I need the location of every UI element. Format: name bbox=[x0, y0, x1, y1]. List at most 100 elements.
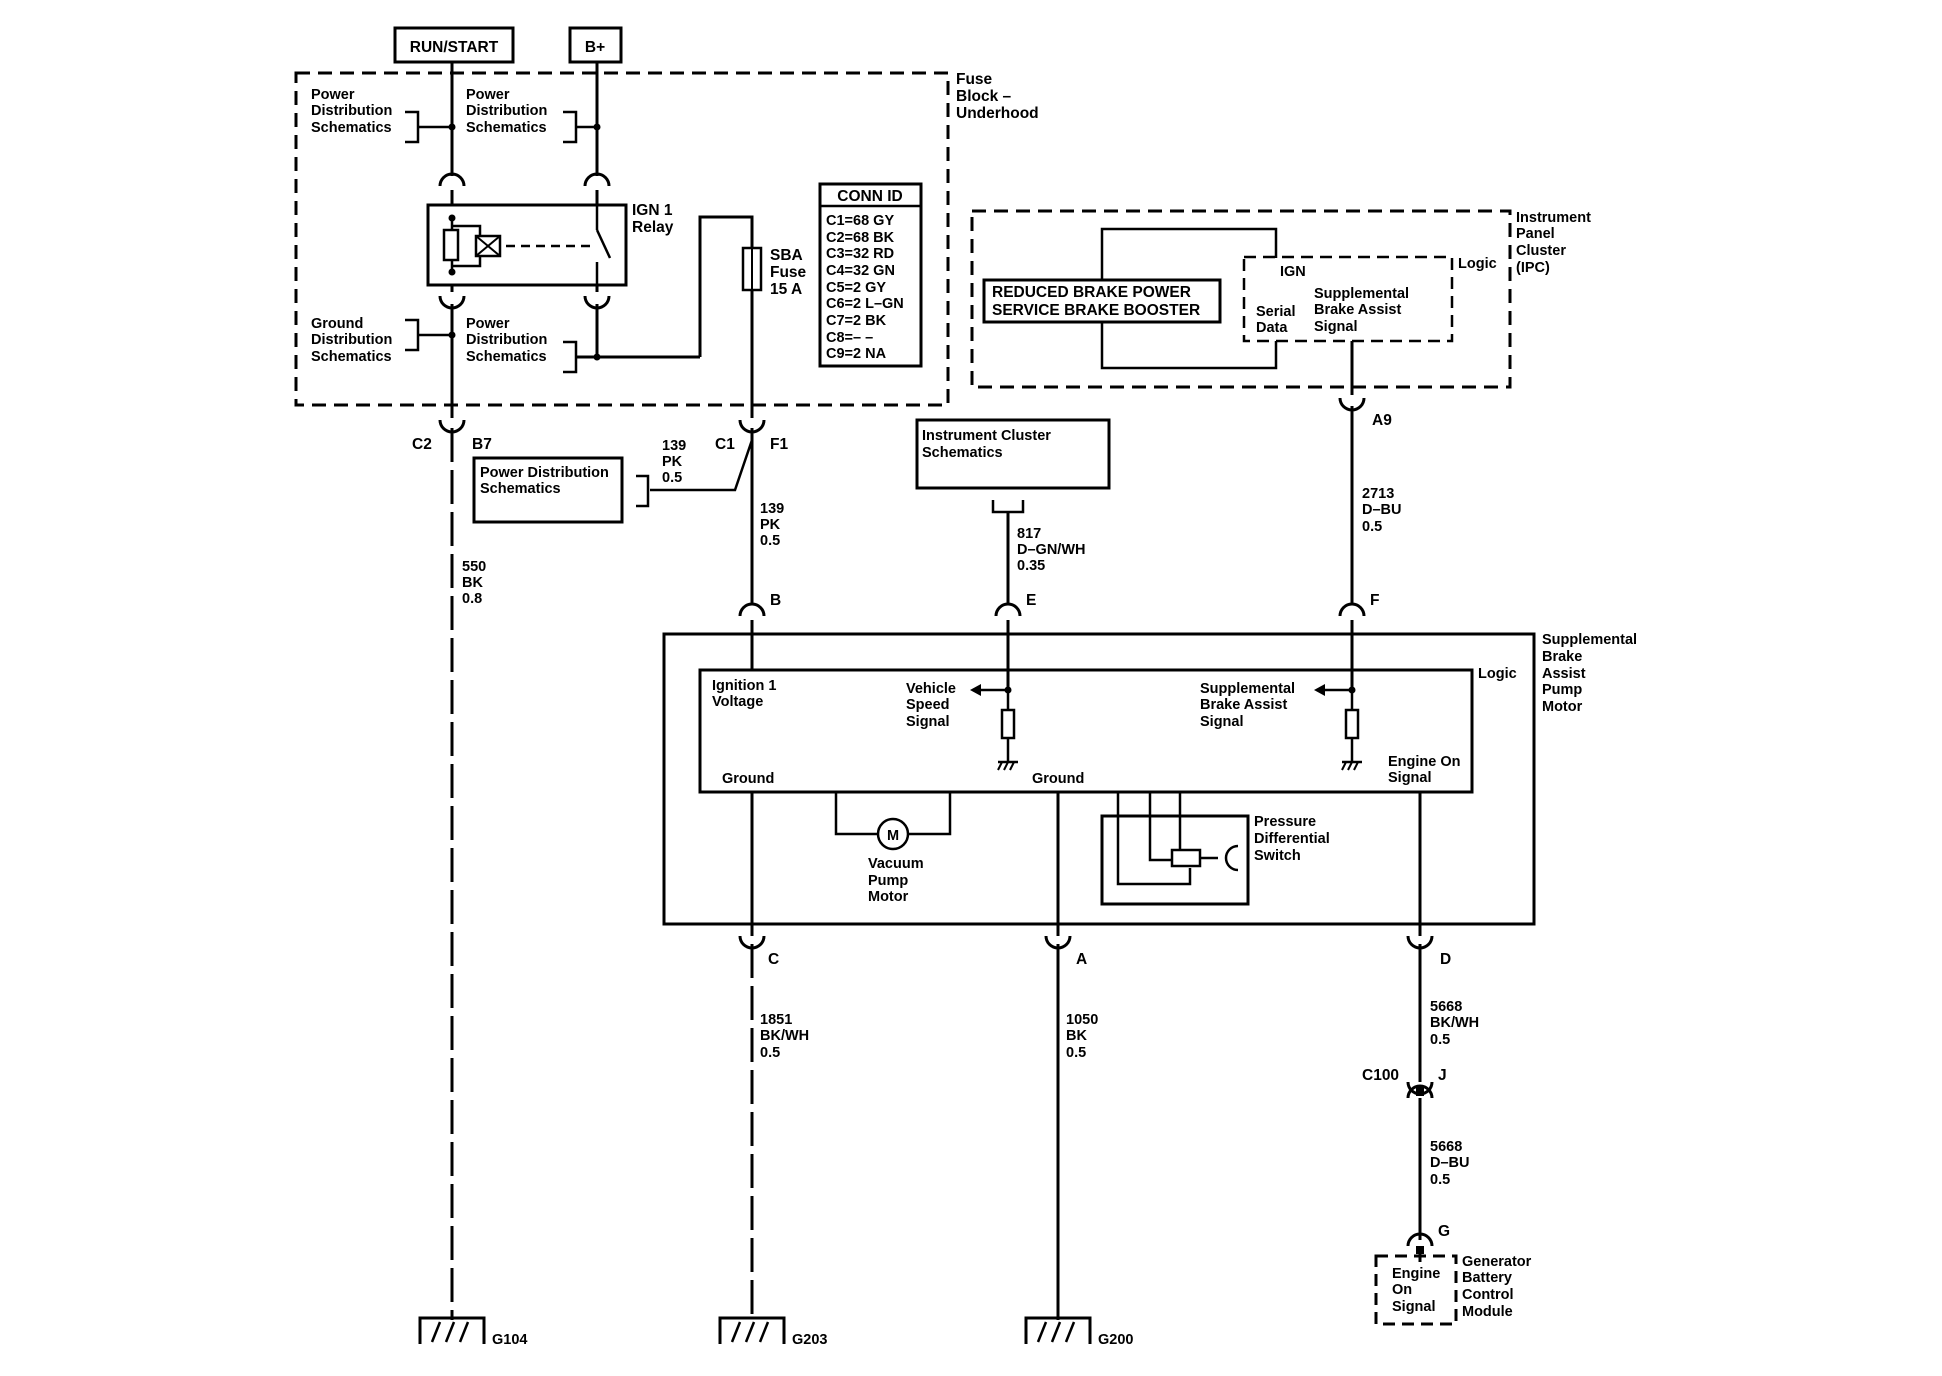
svg-text:C1=68 GY: C1=68 GY bbox=[826, 213, 894, 229]
svg-text:Ground: Ground bbox=[722, 771, 774, 787]
svg-text:(IPC): (IPC) bbox=[1516, 260, 1550, 276]
wire-139-branch: 139 PK 0.5 bbox=[662, 438, 686, 486]
ground-g200: G200 bbox=[1024, 1316, 1133, 1348]
svg-text:Signal: Signal bbox=[1388, 770, 1432, 786]
svg-text:Distribution: Distribution bbox=[466, 103, 547, 119]
vacuum-pump-motor: M Vacuum Pump Motor bbox=[834, 792, 952, 905]
vehicle-speed-circuit: Vehicle Speed Signal bbox=[906, 681, 1018, 771]
svg-text:Signal: Signal bbox=[1392, 1299, 1436, 1315]
svg-text:SERVICE BRAKE BOOSTER: SERVICE BRAKE BOOSTER bbox=[992, 302, 1200, 319]
svg-text:On: On bbox=[1392, 1282, 1412, 1298]
svg-text:0.5: 0.5 bbox=[1430, 1172, 1450, 1188]
pds-box: Power Distribution Schematics bbox=[472, 456, 650, 524]
svg-text:Fuse: Fuse bbox=[956, 71, 993, 88]
svg-text:Pump: Pump bbox=[1542, 682, 1582, 698]
svg-text:BK: BK bbox=[462, 575, 483, 591]
svg-text:Motor: Motor bbox=[868, 889, 909, 905]
svg-text:0.35: 0.35 bbox=[1017, 558, 1045, 574]
svg-text:Switch: Switch bbox=[1254, 848, 1301, 864]
svg-text:Schematics: Schematics bbox=[922, 445, 1003, 461]
pds-bottom-right: Power Distribution Schematics bbox=[466, 316, 700, 374]
svg-text:PK: PK bbox=[760, 517, 781, 533]
svg-text:Assist: Assist bbox=[1542, 666, 1586, 682]
svg-text:C6=2 L–GN: C6=2 L–GN bbox=[826, 296, 904, 312]
pds-top-right: Power Distribution Schematics bbox=[466, 87, 601, 144]
svg-text:IGN 1: IGN 1 bbox=[632, 202, 673, 219]
svg-text:0.5: 0.5 bbox=[760, 1045, 780, 1061]
svg-text:C2=68 BK: C2=68 BK bbox=[826, 230, 895, 246]
svg-text:Schematics: Schematics bbox=[311, 349, 392, 365]
ground-g203: G203 bbox=[718, 1316, 827, 1348]
svg-text:Brake Assist: Brake Assist bbox=[1314, 302, 1401, 318]
ground-g104: G104 bbox=[418, 1316, 527, 1348]
svg-text:C1: C1 bbox=[715, 436, 735, 453]
wire-550: 550 BK 0.8 bbox=[462, 559, 486, 607]
svg-text:D–BU: D–BU bbox=[1362, 502, 1401, 518]
svg-text:Voltage: Voltage bbox=[712, 694, 763, 710]
module-logic: Logic bbox=[1478, 666, 1517, 682]
svg-text:G: G bbox=[1438, 1223, 1450, 1240]
svg-text:C9=2 NA: C9=2 NA bbox=[826, 346, 887, 362]
gds-bottom-left: Ground Distribution Schematics bbox=[311, 316, 456, 365]
svg-text:2713: 2713 bbox=[1362, 486, 1394, 502]
svg-text:G200: G200 bbox=[1098, 1332, 1133, 1348]
svg-text:CONN ID: CONN ID bbox=[837, 188, 902, 205]
sba-module-label: Supplemental Brake Assist Pump Motor bbox=[1542, 632, 1637, 715]
svg-text:M: M bbox=[887, 828, 899, 844]
svg-text:F1: F1 bbox=[770, 436, 788, 453]
svg-text:D–GN/WH: D–GN/WH bbox=[1017, 542, 1085, 558]
svg-text:Data: Data bbox=[1256, 320, 1288, 336]
svg-text:Control: Control bbox=[1462, 1287, 1514, 1303]
svg-text:J: J bbox=[1438, 1067, 1447, 1084]
svg-text:BK/WH: BK/WH bbox=[1430, 1015, 1479, 1031]
svg-text:5668: 5668 bbox=[1430, 1139, 1462, 1155]
svg-text:RUN/START: RUN/START bbox=[410, 39, 499, 56]
svg-text:1050: 1050 bbox=[1066, 1012, 1098, 1028]
svg-text:Power: Power bbox=[466, 316, 510, 332]
svg-text:0.5: 0.5 bbox=[1362, 519, 1382, 535]
ipc-logic: Logic bbox=[1458, 256, 1497, 272]
svg-text:Signal: Signal bbox=[1314, 319, 1358, 335]
svg-text:BK: BK bbox=[1066, 1028, 1087, 1044]
b-plus-box: B+ bbox=[568, 26, 623, 64]
svg-text:Signal: Signal bbox=[906, 714, 950, 730]
svg-text:Brake: Brake bbox=[1542, 649, 1582, 665]
svg-text:Underhood: Underhood bbox=[956, 105, 1039, 122]
reduced-brake-box: REDUCED BRAKE POWER SERVICE BRAKE BOOSTE… bbox=[982, 278, 1222, 324]
svg-text:Schematics: Schematics bbox=[466, 349, 547, 365]
c100-connector: C100 J bbox=[1362, 1067, 1447, 1099]
svg-text:D–BU: D–BU bbox=[1430, 1155, 1469, 1171]
svg-text:G104: G104 bbox=[492, 1332, 527, 1348]
svg-text:Vacuum: Vacuum bbox=[868, 856, 924, 872]
svg-text:C2: C2 bbox=[412, 436, 432, 453]
svg-text:Schematics: Schematics bbox=[480, 481, 561, 497]
fuse-block-label: Fuse Block – Underhood bbox=[956, 71, 1039, 122]
svg-text:B7: B7 bbox=[472, 436, 492, 453]
svg-text:Module: Module bbox=[1462, 1304, 1513, 1320]
wire-5668a: 5668 BK/WH 0.5 bbox=[1430, 999, 1479, 1048]
pds-top-left: Power Distribution Schematics bbox=[311, 87, 456, 144]
svg-text:Ground: Ground bbox=[1032, 771, 1084, 787]
ipc-outline bbox=[970, 209, 1512, 389]
wire-1851: 1851 BK/WH 0.5 bbox=[760, 1012, 809, 1061]
svg-text:SBA: SBA bbox=[770, 247, 803, 264]
svg-text:5668: 5668 bbox=[1430, 999, 1462, 1015]
generator-module: Engine On Signal Generator Battery Contr… bbox=[1374, 1254, 1532, 1326]
svg-text:0.5: 0.5 bbox=[1066, 1045, 1086, 1061]
svg-text:B: B bbox=[770, 592, 781, 609]
sba-signal-circuit: Supplemental Brake Assist Signal bbox=[1200, 681, 1362, 771]
svg-text:Fuse: Fuse bbox=[770, 264, 807, 281]
svg-text:Instrument Cluster: Instrument Cluster bbox=[922, 428, 1051, 444]
wire-817: 817 D–GN/WH 0.35 bbox=[1017, 526, 1085, 574]
svg-text:E: E bbox=[1026, 592, 1036, 609]
svg-text:Cluster: Cluster bbox=[1516, 243, 1566, 259]
svg-text:0.5: 0.5 bbox=[760, 533, 780, 549]
svg-text:C4=32 GN: C4=32 GN bbox=[826, 263, 895, 279]
svg-text:Generator: Generator bbox=[1462, 1254, 1532, 1270]
svg-text:Signal: Signal bbox=[1200, 714, 1244, 730]
svg-text:C100: C100 bbox=[1362, 1067, 1399, 1084]
sba-module-outline bbox=[662, 632, 1536, 926]
svg-text:D: D bbox=[1440, 951, 1451, 968]
svg-text:817: 817 bbox=[1017, 526, 1041, 542]
svg-text:0.5: 0.5 bbox=[1430, 1032, 1450, 1048]
